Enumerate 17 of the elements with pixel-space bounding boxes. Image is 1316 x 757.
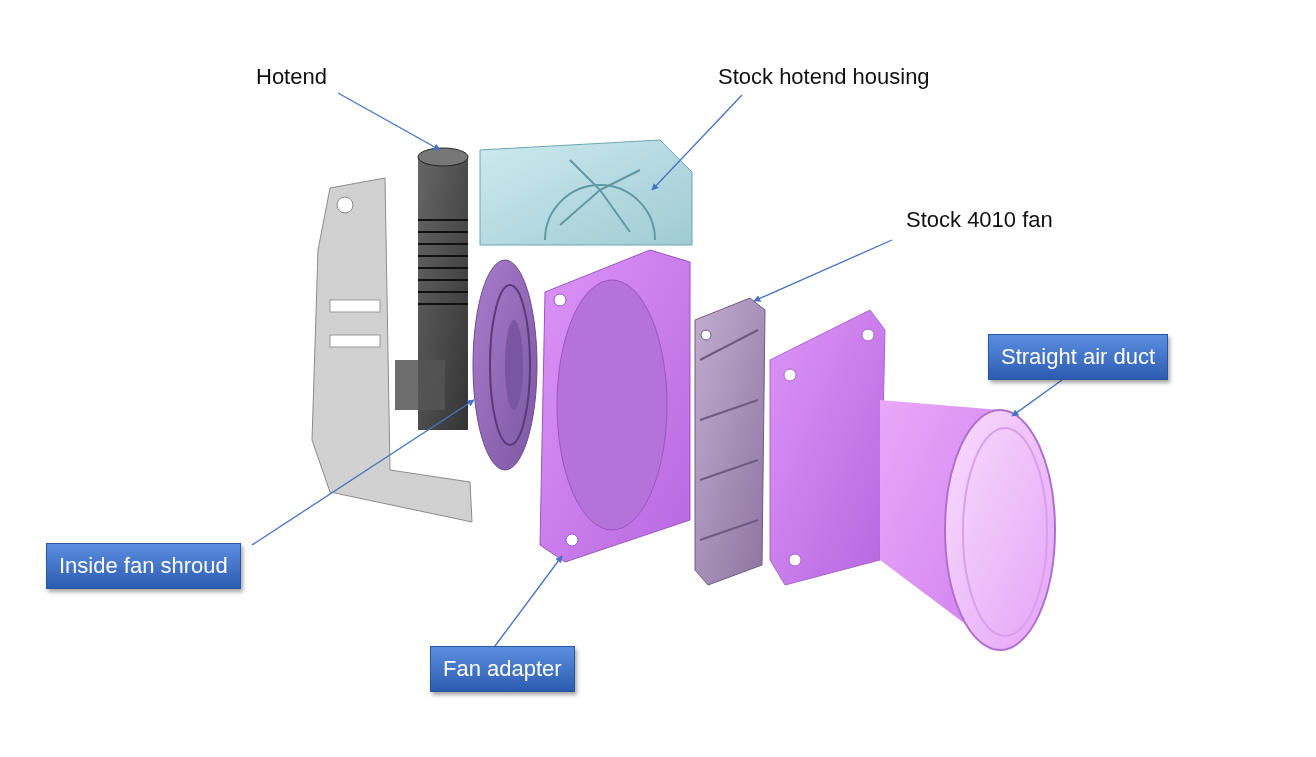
leader-line [494, 555, 563, 647]
leader-line [651, 94, 743, 191]
leader-line [1011, 379, 1063, 417]
part-label: Stock hotend housing [718, 64, 930, 90]
fan-adapter-drawing [539, 249, 691, 563]
fan-drawing [694, 297, 766, 586]
hotend-drawing [395, 147, 469, 430]
callout-label: Inside fan shroud [46, 543, 241, 589]
leader-line [251, 399, 475, 546]
hotend-housing-drawing [479, 139, 693, 246]
callout-label: Straight air duct [988, 334, 1169, 380]
fan-shroud-drawing [472, 259, 538, 471]
callout-label: Fan adapter [430, 646, 575, 692]
leader-line [753, 239, 893, 302]
part-label: Hotend [256, 64, 327, 90]
leader-line [337, 92, 441, 151]
part-label: Stock 4010 fan [906, 207, 1053, 233]
